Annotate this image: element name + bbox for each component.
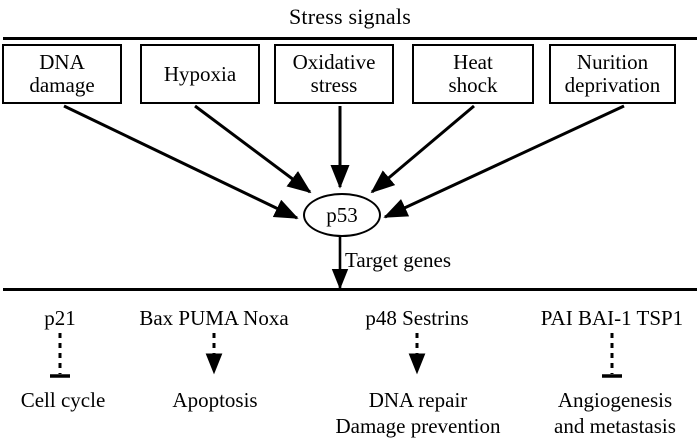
stressor-label-line2: deprivation [564, 73, 661, 97]
stressor-box-hypoxia: Hypoxia [140, 44, 260, 104]
stressor-label-line1: Nurition [576, 50, 649, 74]
stress-signals-divider [3, 37, 697, 40]
outcome-line1: Cell cycle [20, 388, 106, 412]
outcome-line2: Damage prevention [335, 414, 501, 438]
outcome-label-angiogenesis: Angiogenesis and metastasis [530, 387, 700, 439]
arrow-hypoxia-to-p53 [194, 104, 312, 194]
stressor-label-line1: Hypoxia [163, 61, 237, 86]
stressor-box-oxidative-stress: Oxidative stress [274, 44, 394, 104]
stressor-box-heat-shock: Heat shock [412, 44, 534, 104]
outcome-line2: and metastasis [554, 414, 676, 438]
arrow-dna-damage-to-p53 [63, 104, 299, 220]
stressor-label-line2: stress [310, 73, 358, 97]
p53-node: p53 [303, 193, 381, 237]
stressor-label-line1: Heat [453, 50, 493, 74]
stressor-label-line2: damage [29, 73, 95, 97]
p53-label: p53 [326, 202, 358, 227]
diagram-title: Stress signals [289, 4, 411, 29]
gene-label-cell-cycle: p21 [44, 306, 76, 330]
arrow-nurition-deprivation-to-p53 [383, 104, 625, 219]
outcome-line1: DNA repair [368, 388, 468, 412]
stressor-box-dna-damage: DNA damage [2, 44, 122, 104]
stressor-box-nurition-deprivation: Nurition deprivation [549, 44, 676, 104]
arrow-heat-shock-to-p53 [370, 104, 475, 194]
target-genes-label: Target genes [345, 248, 452, 272]
gene-label-angiogenesis: PAI BAI-1 TSP1 [540, 306, 684, 330]
stressor-label-line2: shock [448, 73, 498, 97]
stressor-label-line1: DNA [39, 50, 85, 74]
outcome-line1: Angiogenesis [557, 388, 673, 412]
stressor-label-line1: Oxidative [292, 50, 376, 74]
gene-label-dna-repair: p48 Sestrins [365, 306, 469, 330]
outcome-label-apoptosis: Apoptosis [140, 387, 290, 413]
outcome-line1: Apoptosis [172, 388, 258, 412]
gene-label-apoptosis: Bax PUMA Noxa [139, 306, 289, 330]
outcome-label-dna-repair: DNA repair Damage prevention [300, 387, 536, 439]
outcome-label-cell-cycle: Cell cycle [0, 387, 126, 413]
target-genes-divider [3, 288, 697, 291]
